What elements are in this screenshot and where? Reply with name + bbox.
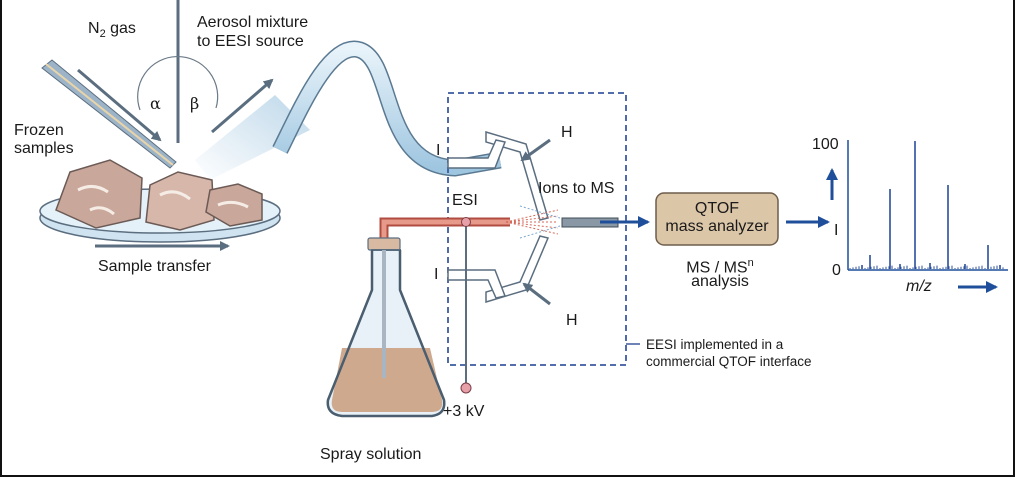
- spectrum-axis-0: 0: [832, 262, 841, 279]
- interface-cone: [447, 130, 550, 304]
- electrospray-plume: [505, 205, 561, 239]
- qtof-box: [655, 192, 779, 246]
- sample-transfer-label: Sample transfer: [98, 258, 211, 275]
- i-label-bottom: I: [434, 266, 439, 283]
- frozen-label-line1: Frozen: [14, 122, 64, 139]
- voltage-electrode: [460, 217, 472, 394]
- eesi-interface-box: [447, 92, 627, 366]
- spectrum-axis-intensity: I: [834, 222, 839, 239]
- n2-gas-label: N2 gas: [88, 20, 136, 41]
- frozen-rock-samples: [55, 159, 263, 231]
- ms-msn-label: MS / MSn: [686, 257, 754, 277]
- i-label-top: I: [436, 142, 441, 159]
- qtof-label-line2: mass analyzer: [665, 218, 769, 235]
- aerosol-plume: [195, 95, 310, 180]
- frozen-label-line2: samples: [14, 140, 74, 157]
- h-arrow-bottom: [522, 282, 551, 306]
- h-arrow-top: [520, 138, 551, 162]
- spectrum-axis-100: 100: [812, 136, 839, 153]
- nitrogen-nozzle: [41, 59, 177, 169]
- beta-angle-label: β: [190, 94, 200, 113]
- voltage-label: +3 kV: [443, 403, 485, 420]
- eesi-note-line1: EESI implemented in a: [646, 337, 784, 352]
- spectrum-axis-mz: m/z: [906, 278, 932, 295]
- esi-label: ESI: [452, 192, 478, 209]
- alpha-angle-label: α: [150, 94, 161, 113]
- angle-arc: [137, 55, 219, 111]
- esi-capillary: [379, 217, 510, 250]
- h-label-bottom: H: [566, 312, 578, 329]
- aerosol-flow-arrow: [211, 78, 274, 134]
- spray-solution-label: Spray solution: [320, 446, 422, 463]
- mass-spectrum: [826, 140, 1008, 293]
- nitrogen-flow-arrow: [77, 68, 162, 142]
- analysis-label: analysis: [691, 273, 749, 290]
- eesi-note-line2: commercial QTOF interface: [646, 354, 812, 369]
- aerosol-label-line1: Aerosol mixture: [197, 14, 309, 31]
- ions-to-ms-label: Ions to MS: [538, 180, 615, 197]
- h-label-top: H: [561, 124, 573, 141]
- aerosol-label-line2: to EESI source: [197, 33, 304, 50]
- spray-solution-flask: [326, 237, 446, 418]
- qtof-label-line1: QTOF: [694, 200, 740, 217]
